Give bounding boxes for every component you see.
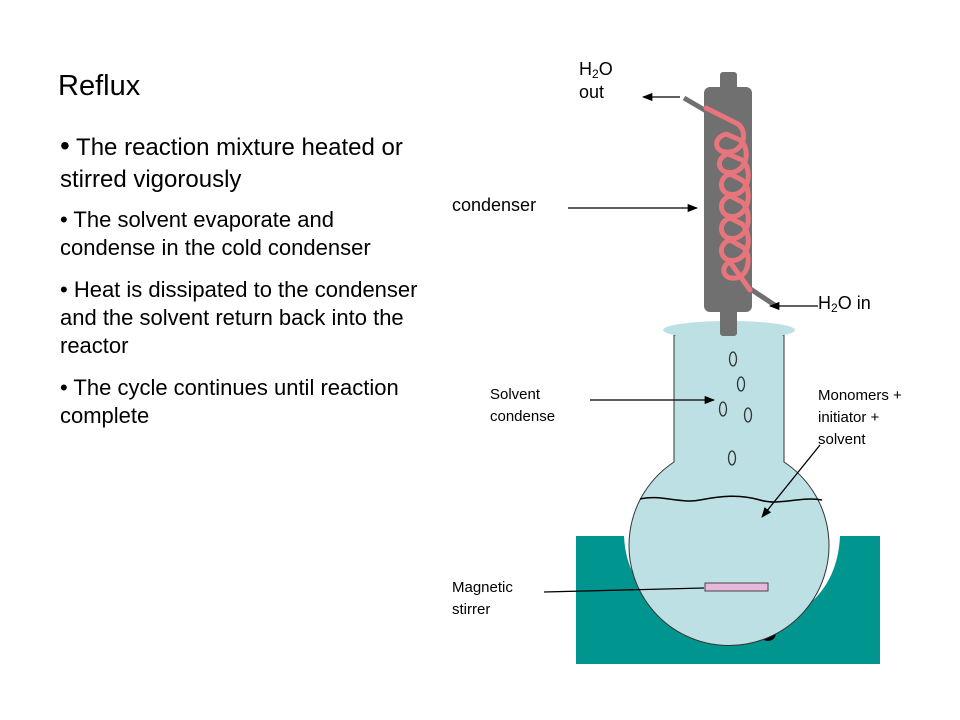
bullet-text: The solvent evaporate and condense in th… [60,207,371,260]
condenser-coil [703,105,753,293]
bullet-text: The reaction mixture heated or stirred v… [60,134,403,193]
droplet [728,351,738,367]
label-magnetic-stirrer: Magnetic stirrer [452,579,513,618]
slide-title: Reflux [58,70,141,102]
bullet-text: The cycle continues until reaction compl… [60,375,399,428]
label-condenser: condenser [452,195,537,215]
condenser-bottom-tube [720,308,737,336]
droplet [718,401,728,417]
bullet-text: Heat is dissipated to the condenser and … [60,277,418,358]
water-outlet-tube [682,95,710,115]
bullet-item: • The reaction mixture heated or stirred… [60,130,403,193]
arrow-stirrer [543,587,705,593]
droplet [736,376,746,392]
droplet [743,407,753,423]
arrow-monomers [761,444,821,518]
label-h2o-out: H2O out [579,59,613,102]
droplet [727,450,737,466]
label-solvent-condense: Solvent condense [490,386,556,425]
stirrer-bar [704,582,769,592]
bullet-item: • The solvent evaporate and condense in … [60,207,371,260]
bullet-item: • The cycle continues until reaction com… [60,375,399,428]
label-h2o-in: H2O in [818,293,871,315]
label-monomers: Monomers + initiator + solvent [818,387,902,448]
heater-block [576,536,880,664]
bullet-list: • The reaction mixture heated or stirred… [60,130,430,444]
bullet-item: • Heat is dissipated to the condenser an… [60,277,418,358]
round-bottom-flask [628,334,830,647]
liquid-surface [639,495,823,503]
